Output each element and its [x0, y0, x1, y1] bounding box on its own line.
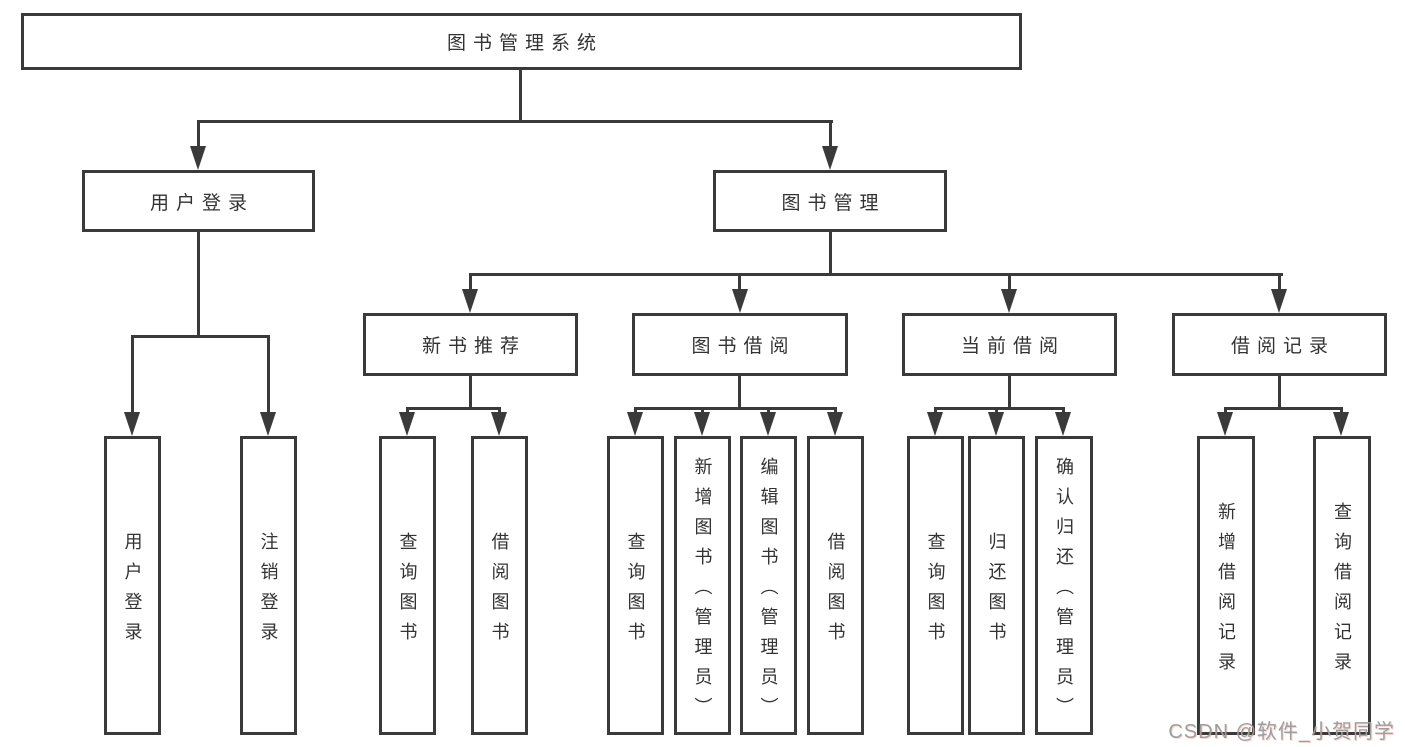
node-leaf-user-login: 用户登录 [104, 436, 161, 735]
connector-current-borrow-stem [1008, 376, 1011, 410]
node-leaf-confirm-return: 确认归还（管理员） [1035, 436, 1093, 735]
node-leaf-add-books-label: 新增图书（管理员） [692, 456, 713, 727]
connector-root-bar [197, 120, 833, 123]
connector-to-current-borrow [1008, 273, 1011, 293]
arrow-down-icon [491, 412, 507, 436]
arrow-down-icon [462, 289, 478, 313]
connector-to-leaf-logout [267, 335, 270, 414]
arrow-down-icon [1217, 412, 1233, 436]
node-leaf-borrow-books-borrow-label: 借阅图书 [825, 531, 846, 652]
node-leaf-add-borrow-record-label: 新增借阅记录 [1216, 501, 1236, 682]
node-leaf-confirm-return-label: 确认归还（管理员） [1054, 456, 1074, 727]
connector-current-borrow-bar [934, 407, 1065, 410]
node-leaf-query-borrow-record-label: 查询借阅记录 [1332, 501, 1352, 682]
connector-to-leaf-user-login [131, 335, 134, 414]
arrow-down-icon [988, 412, 1004, 436]
connector-to-book-borrow [738, 273, 741, 293]
node-leaf-query-borrow-record: 查询借阅记录 [1313, 436, 1371, 735]
connector-borrow-records-bar [1224, 407, 1343, 410]
node-leaf-add-books: 新增图书（管理员） [674, 436, 731, 735]
connector-to-leaf [701, 407, 704, 415]
connector-book-borrow-bar [634, 407, 837, 410]
arrow-down-icon [190, 146, 206, 170]
node-leaf-query-books-newbooks: 查询图书 [379, 436, 436, 735]
watermark: CSDN @软件_小贺同学 [1168, 721, 1395, 743]
connector-to-borrow-records [1278, 273, 1281, 293]
connector-to-leaf [634, 407, 637, 415]
node-leaf-borrow-books-borrow: 借阅图书 [807, 436, 864, 735]
connector-to-leaf [498, 407, 501, 415]
connector-book-mgmt-stem [829, 232, 832, 276]
node-user-login: 用户登录 [82, 170, 315, 232]
arrow-down-icon [399, 412, 415, 436]
connector-to-leaf [995, 407, 998, 415]
arrow-down-icon [1055, 412, 1071, 436]
node-book-mgmt: 图书管理 [713, 170, 947, 232]
arrow-down-icon [827, 412, 843, 436]
arrow-down-icon [1001, 289, 1017, 313]
node-leaf-edit-books: 编辑图书（管理员） [740, 436, 797, 735]
node-book-borrow-label: 图书借阅 [691, 336, 796, 357]
connector-user-login-stem [197, 232, 200, 338]
node-leaf-edit-books-label: 编辑图书（管理员） [758, 456, 779, 727]
node-leaf-borrow-books-newbooks: 借阅图书 [471, 436, 528, 735]
connector-book-borrow-stem [738, 376, 741, 410]
node-current-borrow: 当前借阅 [902, 313, 1117, 376]
connector-to-leaf [934, 407, 937, 415]
node-book-borrow: 图书借阅 [632, 313, 848, 376]
arrow-down-icon [822, 146, 838, 170]
arrow-down-icon [927, 412, 943, 436]
connector-to-leaf [1062, 407, 1065, 415]
node-leaf-query-books-newbooks-label: 查询图书 [397, 531, 418, 652]
connector-root-stem [519, 70, 522, 123]
arrow-down-icon [694, 412, 710, 436]
node-leaf-query-books-borrow-label: 查询图书 [625, 531, 646, 652]
connector-to-leaf [767, 407, 770, 415]
node-leaf-logout: 注销登录 [240, 436, 297, 735]
connector-book-mgmt-bar [469, 273, 1283, 276]
connector-new-books-bar [406, 407, 501, 410]
arrow-down-icon [1333, 412, 1349, 436]
connector-to-leaf [406, 407, 409, 415]
node-leaf-return-books: 归还图书 [968, 436, 1025, 735]
node-leaf-logout-label: 注销登录 [258, 531, 279, 652]
arrow-down-icon [760, 412, 776, 436]
node-leaf-return-books-label: 归还图书 [986, 531, 1007, 652]
node-new-books: 新书推荐 [363, 313, 578, 376]
node-borrow-records: 借阅记录 [1172, 313, 1387, 376]
arrow-down-icon [124, 412, 140, 436]
node-leaf-user-login-label: 用户登录 [122, 531, 143, 652]
node-new-books-label: 新书推荐 [421, 336, 526, 357]
arrow-down-icon [627, 412, 643, 436]
connector-to-leaf [834, 407, 837, 415]
node-leaf-borrow-books-newbooks-label: 借阅图书 [489, 531, 510, 652]
node-current-borrow-label: 当前借阅 [960, 336, 1065, 357]
connector-to-leaf [1224, 407, 1227, 415]
node-leaf-query-books-borrow: 查询图书 [607, 436, 664, 735]
connector-user-login-bar [131, 335, 270, 338]
node-leaf-add-borrow-record: 新增借阅记录 [1197, 436, 1255, 735]
node-leaf-query-books-current: 查询图书 [907, 436, 964, 735]
node-user-login-label: 用户登录 [149, 192, 254, 214]
arrow-down-icon [260, 412, 276, 436]
arrow-down-icon [1271, 289, 1287, 313]
connector-root-to-user-login [197, 120, 200, 148]
node-book-mgmt-label: 图书管理 [781, 192, 886, 214]
connector-to-leaf [1340, 407, 1343, 415]
node-root: 图书管理系统 [21, 13, 1022, 70]
node-borrow-records-label: 借阅记录 [1230, 336, 1335, 357]
node-root-label: 图书管理系统 [446, 33, 603, 54]
connector-borrow-records-stem [1278, 376, 1281, 410]
arrow-down-icon [732, 289, 748, 313]
connector-new-books-stem [469, 376, 472, 410]
connector-to-new-books [469, 273, 472, 293]
connector-root-to-book-mgmt [829, 120, 832, 148]
node-leaf-query-books-current-label: 查询图书 [925, 531, 946, 652]
